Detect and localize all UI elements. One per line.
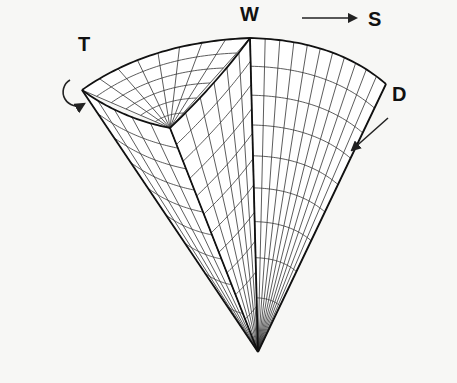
- mesh-line: [251, 66, 375, 108]
- mesh-line: [251, 95, 362, 133]
- twist-arrow: [63, 80, 84, 106]
- mesh-line: [190, 109, 252, 179]
- cone-edge: [250, 38, 386, 84]
- mesh-line: [111, 68, 223, 103]
- strike-arrow: [302, 17, 356, 19]
- axis-letter: S: [368, 9, 381, 29]
- mesh-line: [258, 63, 356, 352]
- mesh-line: [250, 38, 258, 352]
- cone-edge: [258, 84, 386, 352]
- cone-face: [250, 38, 386, 352]
- cone-edge: [250, 38, 258, 352]
- mesh-line: [257, 298, 280, 306]
- mesh-line: [235, 272, 255, 295]
- mesh-line: [258, 84, 386, 352]
- mesh-line: [258, 76, 376, 352]
- mesh-line: [256, 258, 297, 272]
- mesh-line: [227, 241, 255, 273]
- axis-letter: D: [392, 84, 406, 104]
- mesh-line: [258, 40, 280, 352]
- mesh-line: [245, 306, 257, 319]
- cone-edge: [170, 38, 250, 128]
- mesh-line: [258, 48, 320, 352]
- axis-letter: W: [240, 4, 259, 24]
- mesh-line: [258, 45, 307, 352]
- cone-edge: [82, 38, 250, 90]
- mesh-line: [252, 125, 350, 158]
- cone-edge: [170, 128, 258, 352]
- mesh-line: [258, 53, 333, 352]
- mesh-line: [219, 212, 255, 252]
- cone-mesh: [82, 38, 386, 352]
- mesh-line: [258, 69, 366, 352]
- cone-edge: [82, 90, 258, 352]
- mesh-line: [141, 98, 197, 115]
- axis-letter: T: [78, 34, 90, 54]
- mesh-line: [253, 156, 338, 185]
- mesh-line: [211, 185, 254, 233]
- mesh-line: [255, 222, 311, 241]
- mesh-line: [204, 159, 253, 214]
- mesh-line: [254, 188, 325, 212]
- mesh-line: [97, 53, 237, 96]
- dip-arrow: [352, 118, 388, 150]
- cone-face: [82, 38, 250, 128]
